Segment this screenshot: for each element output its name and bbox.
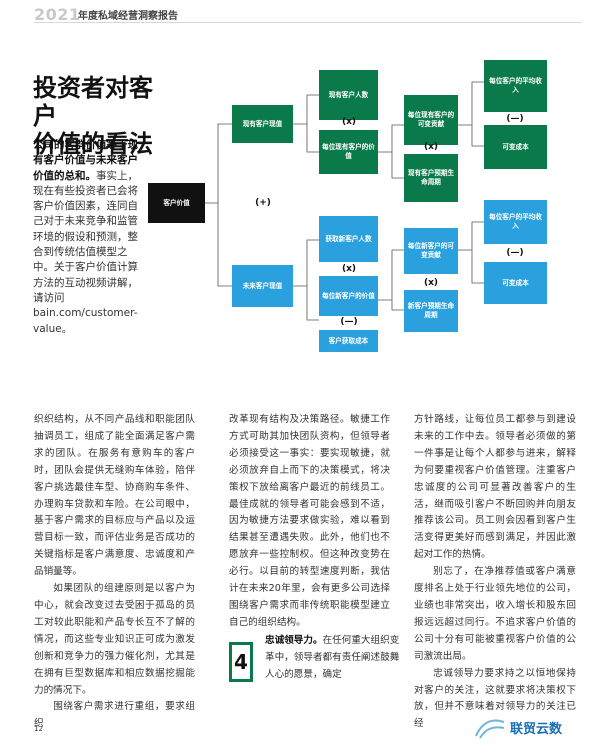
col2-paragraph-1: 改革现有结构及决策路径。敏捷工作方式可助其加快团队资构，但领导者必须接受这一事实…: [229, 414, 390, 628]
variable-cost-box-1: 可变成本: [484, 125, 547, 169]
avg-revenue-box-2: 每位客户的平均收入: [484, 200, 547, 244]
body-column-1: 织织结构，从不同产品线和职能团队抽调员工，组成了能全面满足客户需求的团队。在服务…: [34, 412, 195, 733]
watermark-text: 联贸云数: [510, 722, 563, 737]
minus-operator-2: (—): [340, 317, 358, 327]
intro-rest: 事实上，现在有些投资者已会将客户价值因素，连同自己对于未来竞争和监管环境的假设和…: [33, 169, 138, 335]
col1-paragraph-3: 围绕客户需求进行重组，要求组织: [34, 701, 195, 730]
root-customer-value: 客户价值: [148, 183, 205, 223]
times-operator-1: (x): [341, 117, 357, 127]
page-heading-line1: 投资者对客户: [33, 74, 153, 130]
section-title: 忠诚领导力。: [265, 635, 323, 646]
existing-customer-avg-value-box: 每位现有客户的价值: [319, 130, 378, 174]
section-body: 在任何重大组织变革中，领导者都有责任阐述鼓舞人心的愿景，确定: [265, 635, 400, 680]
minus-operator-1: (—): [506, 114, 524, 124]
page-heading-line2: 价值的看法: [33, 130, 153, 158]
variable-cost-box-2: 可变成本: [484, 262, 547, 304]
report-title: 年度私域经营洞察报告: [78, 11, 178, 22]
acquisition-cost-box: 客户获取成本: [319, 330, 378, 352]
new-customer-count-box: 获取新客户人数: [319, 216, 378, 262]
col1-paragraph-2: 如果团队的组建原则是以客户为中心，就会改变过去受困于孤岛的员工对较此职能和产品专…: [34, 583, 195, 696]
section-number-badge: 4: [229, 642, 253, 682]
new-customer-avg-value-box: 每位新客户的价值: [319, 276, 378, 316]
existing-customer-lifetime-box: 现有客户预期生命周期: [404, 154, 458, 202]
root-plus-operator: (+): [255, 198, 271, 208]
existing-customer-value-box: 现有客户现值: [232, 105, 293, 143]
watermark-logo-icon: [475, 719, 505, 739]
avg-revenue-box-1: 每位客户的平均收入: [484, 60, 547, 112]
intro-bold: 公司的客群价值等于现有客户价值与未来客户价值的总和。: [33, 139, 138, 182]
future-customer-value-box: 未来客户现值: [232, 265, 293, 307]
section-intro: 忠诚领导力。在任何重大组织变革中，领导者都有责任阐述鼓舞人心的愿景，确定: [265, 633, 405, 684]
existing-customer-count-box: 现有客户人数: [319, 70, 378, 120]
page-heading: 投资者对客户 价值的看法: [33, 74, 173, 158]
col1-paragraph-1: 织织结构，从不同产品线和职能团队抽调员工，组成了能全面满足客户需求的团队。在服务…: [34, 414, 195, 578]
body-column-2: 改革现有结构及决策路径。敏捷工作方式可助其加快团队资构，但领导者必须接受这一事实…: [229, 412, 390, 632]
new-customer-margin-box: 每位新客户的可变贡献: [404, 228, 458, 274]
body-column-3: 方针路线，让每位员工都参与到建设未来的工作中去。领导者必须做的第一件事是让每个人…: [414, 412, 576, 733]
diagram-connectors: [205, 81, 484, 321]
col3-paragraph-3: 忠诚领导力要求持之以恒地保持对客户的关注，这就要求将决策权下放，但并不意味着对领…: [414, 667, 576, 730]
report-year: 2021: [34, 5, 81, 24]
minus-operator-3: (—): [506, 248, 524, 258]
times-operator-3: (x): [341, 264, 357, 274]
existing-customer-margin-box: 每位现有客户的可变贡献: [404, 95, 458, 145]
intro-paragraph: 公司的客群价值等于现有客户价值与未来客户价值的总和。事实上，现在有些投资者已会将…: [33, 138, 147, 337]
page-number: 12: [34, 725, 43, 733]
header-divider: [34, 22, 582, 23]
new-customer-lifetime-box: 新客户预期生命周期: [404, 290, 458, 332]
col3-paragraph-2: 别忘了，在净推荐值或客户满意度排名上处于行业领先地位的公司，业绩也非常突出，收入…: [414, 566, 576, 662]
times-operator-4: (x): [423, 278, 439, 288]
times-operator-2: (x): [423, 142, 439, 152]
col3-paragraph-1: 方针路线，让每位员工都参与到建设未来的工作中去。领导者必须做的第一件事是让每个人…: [414, 414, 576, 561]
